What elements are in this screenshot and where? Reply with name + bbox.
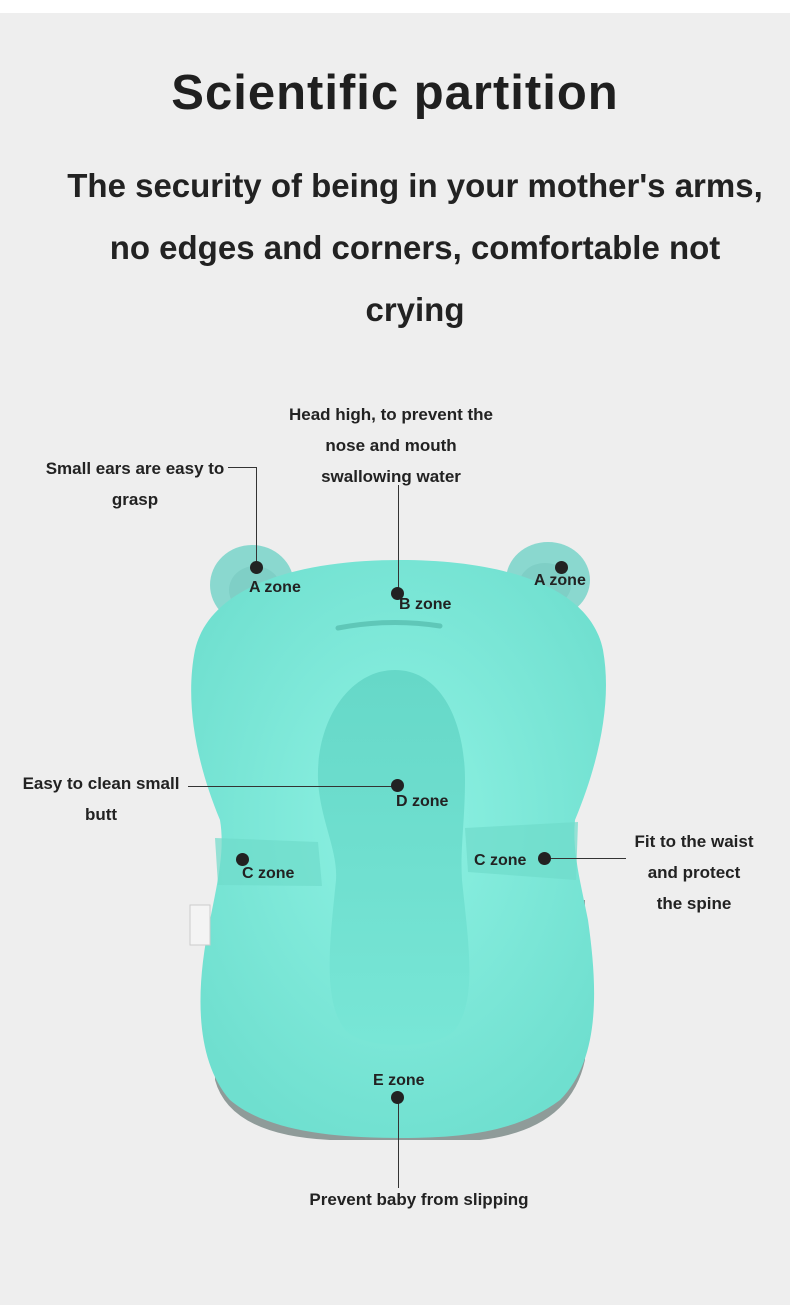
ears-leader-vertical: [256, 467, 257, 567]
zone-label-a-right: A zone: [534, 572, 586, 589]
subtitle-line-1: The security of being in your mother's a…: [67, 167, 763, 204]
slip-leader-vertical: [398, 1098, 399, 1188]
callout-waist: Fit to the waist and protect the spine: [618, 826, 770, 919]
zone-marker-d: [391, 779, 404, 792]
waist-band-left: [215, 838, 322, 886]
callout-ears-line-2: grasp: [111, 490, 159, 509]
head-crease: [335, 619, 443, 631]
callout-waist-line-2: and protect: [647, 863, 741, 882]
zone-marker-a-right: [555, 561, 568, 574]
page-title: Scientific partition: [171, 66, 619, 120]
zone-label-c-right: C zone: [474, 852, 527, 869]
zone-label-b: B zone: [399, 596, 452, 613]
waist-leader-horizontal: [544, 858, 626, 859]
head-leader-vertical: [398, 485, 399, 593]
callout-head: Head high, to prevent the nose and mouth…: [270, 399, 512, 492]
callout-waist-line-1: Fit to the waist: [634, 832, 754, 851]
callout-ears-line-1: Small ears are easy to: [45, 459, 225, 478]
ears-leader-horizontal: [228, 467, 257, 468]
callout-waist-line-3: the spine: [656, 894, 732, 913]
zone-marker-c-right: [538, 852, 551, 865]
zone-label-a-left: A zone: [249, 579, 301, 596]
zone-marker-a-left: [250, 561, 263, 574]
zone-marker-c-left: [236, 853, 249, 866]
callout-ears: Small ears are easy to grasp: [30, 453, 240, 515]
callout-slip-line-1: Prevent baby from slipping: [309, 1190, 529, 1209]
callout-clean-line-1: Easy to clean small: [22, 774, 180, 793]
cushion-inner-seat: [317, 670, 470, 1045]
clean-leader-horizontal: [188, 786, 398, 787]
zone-marker-e: [391, 1091, 404, 1104]
zone-label-c-left: C zone: [242, 865, 295, 882]
callout-clean-line-2: butt: [84, 805, 118, 824]
callout-head-line-3: swallowing water: [321, 467, 461, 486]
callout-head-line-1: Head high, to prevent the: [288, 405, 494, 424]
waist-band-right: [465, 822, 578, 880]
zone-label-d: D zone: [396, 793, 449, 810]
callout-slip: Prevent baby from slipping: [270, 1184, 568, 1215]
subtitle-line-2: no edges and corners, comfortable not: [109, 229, 721, 266]
callout-clean: Easy to clean small butt: [10, 768, 192, 830]
subtitle-line-3: crying: [365, 291, 465, 328]
page-subtitle: The security of being in your mother's a…: [20, 155, 790, 341]
product-tag: [189, 904, 211, 946]
callout-head-line-2: nose and mouth: [325, 436, 457, 455]
zone-marker-b: [391, 587, 404, 600]
zone-label-e: E zone: [373, 1072, 425, 1089]
